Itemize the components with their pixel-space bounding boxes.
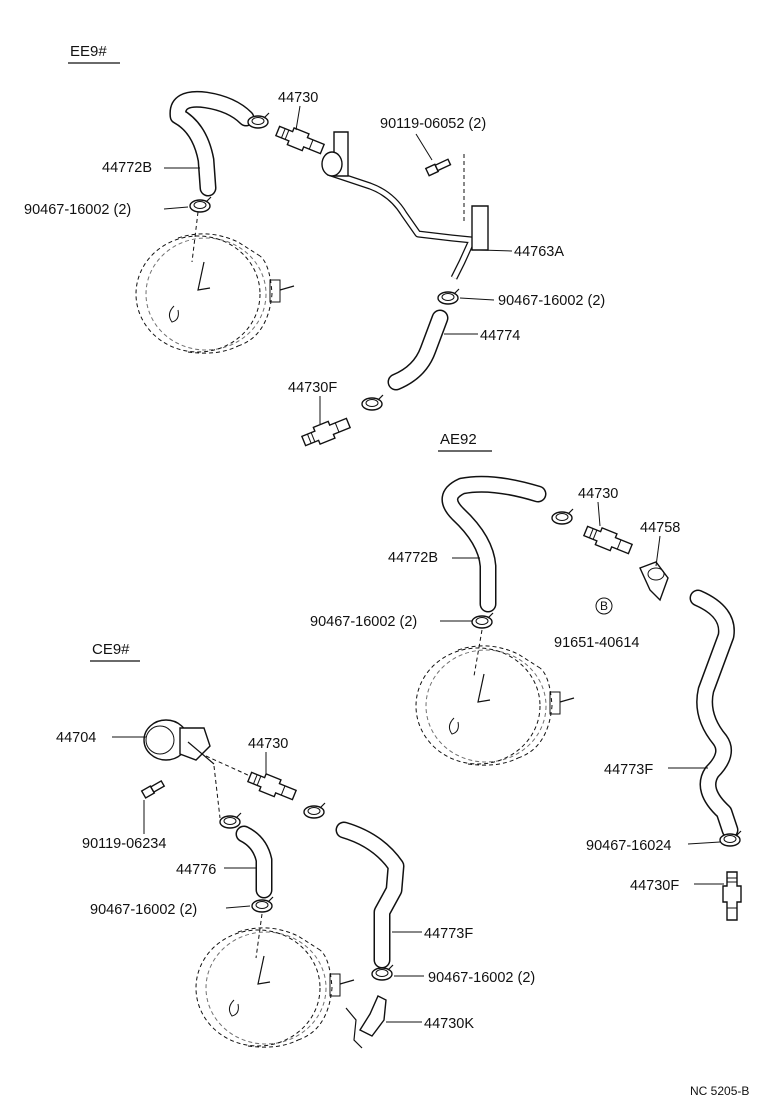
label-44773f: 44773F: [424, 926, 473, 942]
label-44758: 44758: [640, 520, 680, 536]
connector-44730k: [345, 995, 387, 1049]
clamp-icon: [219, 812, 242, 829]
check-valve-44730: [581, 521, 635, 559]
bolt-icon: [140, 779, 166, 799]
label-90467-16002: 90467-16002 (2): [90, 902, 197, 918]
label-90467-16024: 90467-16024: [586, 838, 671, 854]
label-44763a: 44763A: [514, 244, 564, 260]
label-90119-06052: 90119-06052 (2): [380, 116, 486, 132]
leader-dashed: [255, 913, 263, 959]
bracket-44758: [639, 561, 669, 602]
bolt-icon: [424, 158, 452, 177]
section-title-ce9: CE9#: [92, 641, 130, 658]
label-90467-16002: 90467-16002 (2): [310, 614, 417, 630]
leader-dashed: [213, 765, 221, 819]
label-44773f: 44773F: [604, 762, 653, 778]
brake-booster-ce9: [195, 927, 355, 1048]
label-44772b: 44772B: [388, 550, 438, 566]
hose-44776: [235, 825, 273, 899]
label-44730k: 44730K: [424, 1016, 474, 1032]
label-44730: 44730: [578, 486, 618, 502]
clamp-icon: [437, 288, 460, 305]
section-title-ee9: EE9#: [70, 43, 107, 60]
hose-44773f-ae92: [689, 589, 739, 839]
clamp-icon: [189, 196, 212, 213]
section-title-ae92: AE92: [440, 431, 477, 448]
label-44730: 44730: [278, 90, 318, 106]
label-90467-16002: 90467-16002 (2): [24, 202, 131, 218]
label-44730f: 44730F: [630, 878, 679, 894]
clamp-icon: [361, 394, 384, 411]
connector-44730f: [722, 871, 742, 921]
hose-44772b-ee9: [169, 90, 255, 197]
clamp-icon: [251, 896, 274, 913]
clamp-icon: [471, 612, 494, 629]
label-90467-16002: 90467-16002 (2): [428, 970, 535, 986]
hose-44773f-ce9: [335, 821, 405, 969]
check-valve-44730: [273, 121, 327, 159]
label-90467-16002: 90467-16002 (2): [498, 293, 605, 309]
check-valve-44730: [245, 767, 299, 805]
leader-dashed: [473, 629, 483, 677]
label-90119-06234: 90119-06234: [82, 836, 166, 852]
pipe-44763a: [321, 131, 489, 280]
label-44704: 44704: [56, 730, 96, 746]
hose-44774: [387, 309, 449, 391]
leader-dashed: [191, 211, 199, 263]
label-44730f: 44730F: [288, 380, 337, 396]
connector-44730f: [299, 413, 353, 451]
label-44774: 44774: [480, 328, 520, 344]
clamp-icon: [303, 802, 326, 819]
label-44776: 44776: [176, 862, 216, 878]
marker-b: [595, 597, 613, 615]
brake-booster-ee9: [135, 233, 295, 354]
leader-dashed: [205, 755, 251, 777]
drawing-code: NC 5205-B: [690, 1084, 749, 1098]
label-44772b: 44772B: [102, 160, 152, 176]
label-44730: 44730: [248, 736, 288, 752]
brake-booster-ae92: [415, 645, 575, 766]
label-91651-40614: 91651-40614: [554, 635, 639, 651]
clamp-icon: [551, 508, 574, 525]
vsv-44704: [143, 719, 215, 765]
marker-b-text: B: [600, 599, 608, 613]
hose-44772b-ae92: [441, 475, 547, 613]
